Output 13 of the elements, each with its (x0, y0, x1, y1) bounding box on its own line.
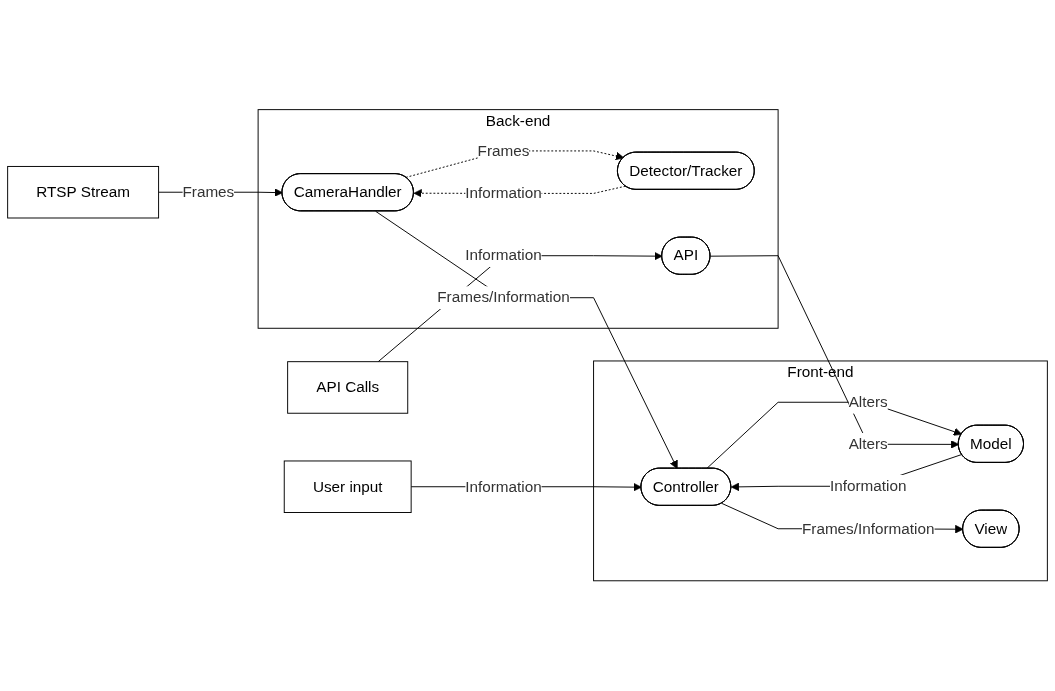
node-box: RTSP Stream (7, 166, 160, 219)
edge-label: Frames/Information (437, 289, 570, 306)
node-box: API Calls (287, 361, 409, 414)
edge-label: Information (465, 478, 542, 495)
edge-label: Alters (848, 435, 888, 453)
edge-label: Alters (848, 393, 888, 411)
edge-label: Information (465, 185, 542, 202)
edge-label: Frames (477, 142, 530, 159)
edge-label: Information (829, 477, 907, 495)
node-box: User input (283, 460, 412, 514)
edge-label: Information (465, 247, 542, 264)
edge-label: Frames (182, 183, 235, 201)
edge-label: Frames/Information (801, 520, 935, 537)
